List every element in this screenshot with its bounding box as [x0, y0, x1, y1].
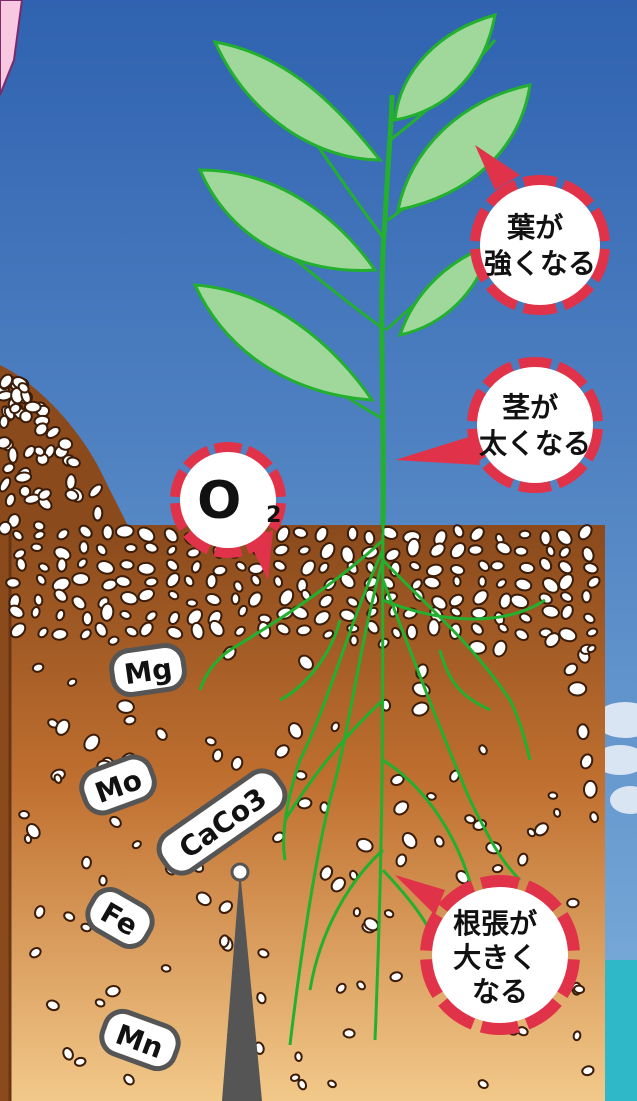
pebble [31, 543, 42, 551]
pebble [567, 899, 579, 908]
pebble [453, 576, 461, 587]
pebble [58, 438, 73, 451]
pebble [93, 506, 103, 521]
pebble [82, 857, 92, 869]
pebble [343, 1029, 355, 1038]
pebble [492, 864, 503, 873]
pebble [295, 1052, 302, 1061]
pebble [553, 808, 561, 817]
pebble [582, 590, 591, 602]
pebble [125, 544, 136, 552]
pebble [584, 781, 597, 798]
pebble [577, 724, 589, 740]
pebble [574, 985, 585, 994]
pebble [569, 682, 587, 695]
pebble [8, 447, 18, 463]
pebble [161, 965, 171, 973]
pebble [25, 402, 41, 413]
pebble [472, 608, 487, 619]
pebble [540, 530, 552, 546]
pebble [6, 578, 20, 588]
pebble [219, 935, 229, 948]
svg-text:Mg: Mg [122, 652, 174, 691]
pebble [407, 625, 417, 640]
pebble [548, 792, 557, 799]
mineral-mg: Mg [109, 643, 186, 697]
pebble [79, 541, 88, 553]
pebble [99, 876, 107, 886]
pebble [479, 576, 486, 586]
pebble [428, 619, 439, 635]
pebble [519, 531, 530, 539]
pebble [57, 558, 67, 572]
spike-tip [232, 864, 248, 880]
pebble [19, 810, 30, 819]
pebble [0, 416, 9, 429]
pebble [137, 562, 155, 575]
pebble [52, 628, 68, 640]
pebble [145, 577, 159, 587]
pebble [206, 574, 217, 589]
pebble [353, 908, 360, 917]
pebble [573, 1031, 581, 1041]
pebble [468, 545, 482, 555]
pebble [83, 612, 92, 625]
pebble [100, 603, 114, 621]
pebble [514, 546, 527, 556]
pebble [24, 834, 32, 843]
pebble [232, 593, 240, 604]
pebble [72, 573, 89, 585]
pebble [120, 560, 134, 571]
pebble [491, 561, 504, 571]
pebble [116, 525, 135, 539]
pebble [34, 594, 43, 606]
pebble [102, 525, 113, 540]
pebble [350, 636, 358, 646]
pebble [187, 599, 198, 607]
pebble [348, 527, 358, 541]
